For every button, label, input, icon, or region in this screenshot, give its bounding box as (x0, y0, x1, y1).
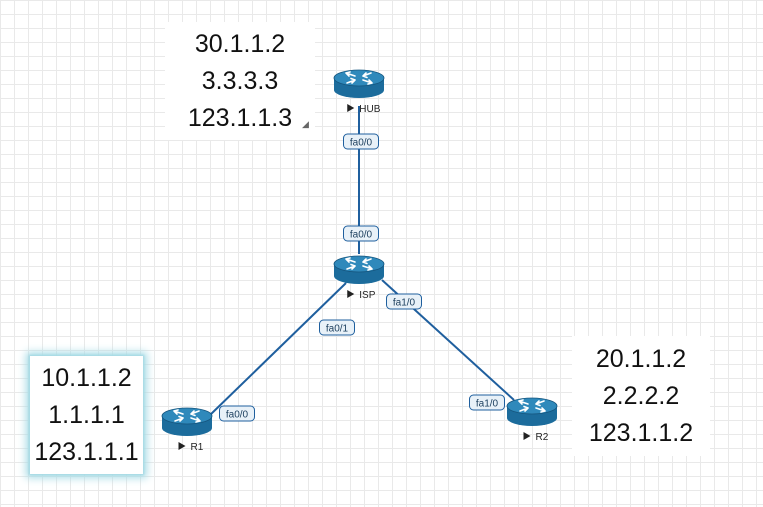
port-label-bg (343, 225, 379, 242)
port-label-r1-fa0/0: fa0/0 (219, 405, 255, 422)
port-label-text: fa1/0 (393, 298, 416, 309)
device-label-isp: ISP (359, 290, 375, 301)
address-line: 3.3.3.3 (201, 66, 279, 95)
device-hub[interactable]: HUB (333, 69, 385, 115)
device-label-hub: HUB (359, 104, 380, 115)
address-line: 2.2.2.2 (602, 381, 680, 410)
device-r1[interactable]: R1 (161, 407, 213, 453)
port-label-text: fa0/1 (326, 324, 349, 335)
address-note-r2[interactable]: 20.1.1.2 2.2.2.2 123.1.1.2 (572, 336, 710, 456)
play-triangle-icon[interactable] (523, 432, 531, 440)
play-triangle-icon[interactable] (347, 104, 355, 112)
port-label-text: fa0/0 (350, 138, 373, 149)
device-label-r1: R1 (191, 442, 204, 453)
address-note-hub[interactable]: 30.1.1.2 3.3.3.3 123.1.1.3 (165, 22, 315, 140)
link-isp-r1[interactable] (208, 282, 347, 417)
address-line: 1.1.1.1 (48, 400, 125, 429)
router-icon (161, 407, 213, 436)
address-note-r1-selected[interactable]: 10.1.1.2 1.1.1.1 123.1.1.1 (30, 356, 143, 474)
port-label-isp-fa1/0: fa1/0 (386, 293, 422, 310)
port-label-bg (469, 394, 505, 411)
port-label-text: fa1/0 (476, 399, 499, 410)
port-label-hub-fa0/0: fa0/0 (343, 133, 379, 150)
port-label-r2-fa1/0: fa1/0 (469, 394, 505, 411)
play-triangle-icon[interactable] (178, 442, 186, 450)
port-label-bg (386, 293, 422, 310)
router-icon (333, 69, 385, 98)
address-line: 123.1.1.2 (588, 418, 694, 447)
port-label-bg (219, 405, 255, 422)
address-line: 123.1.1.3 (187, 103, 293, 132)
device-r2[interactable]: R2 (506, 397, 558, 443)
router-icon (506, 397, 558, 426)
port-label-text: fa0/0 (226, 410, 249, 421)
port-label-text: fa0/0 (350, 230, 373, 241)
device-isp[interactable]: ISP (333, 255, 385, 301)
port-label-isp-fa0/0: fa0/0 (343, 225, 379, 242)
play-triangle-icon[interactable] (347, 290, 355, 298)
port-label-bg (319, 319, 355, 336)
router-icon (333, 255, 385, 284)
resize-handle-icon[interactable]: ◢ (302, 119, 309, 129)
address-line: 20.1.1.2 (595, 344, 687, 373)
address-line: 123.1.1.1 (34, 437, 139, 466)
port-label-isp-fa0/1: fa0/1 (319, 319, 355, 336)
port-label-bg (343, 133, 379, 150)
device-label-r2: R2 (536, 432, 549, 443)
address-line: 30.1.1.2 (194, 29, 286, 58)
address-line: 10.1.1.2 (41, 363, 132, 392)
